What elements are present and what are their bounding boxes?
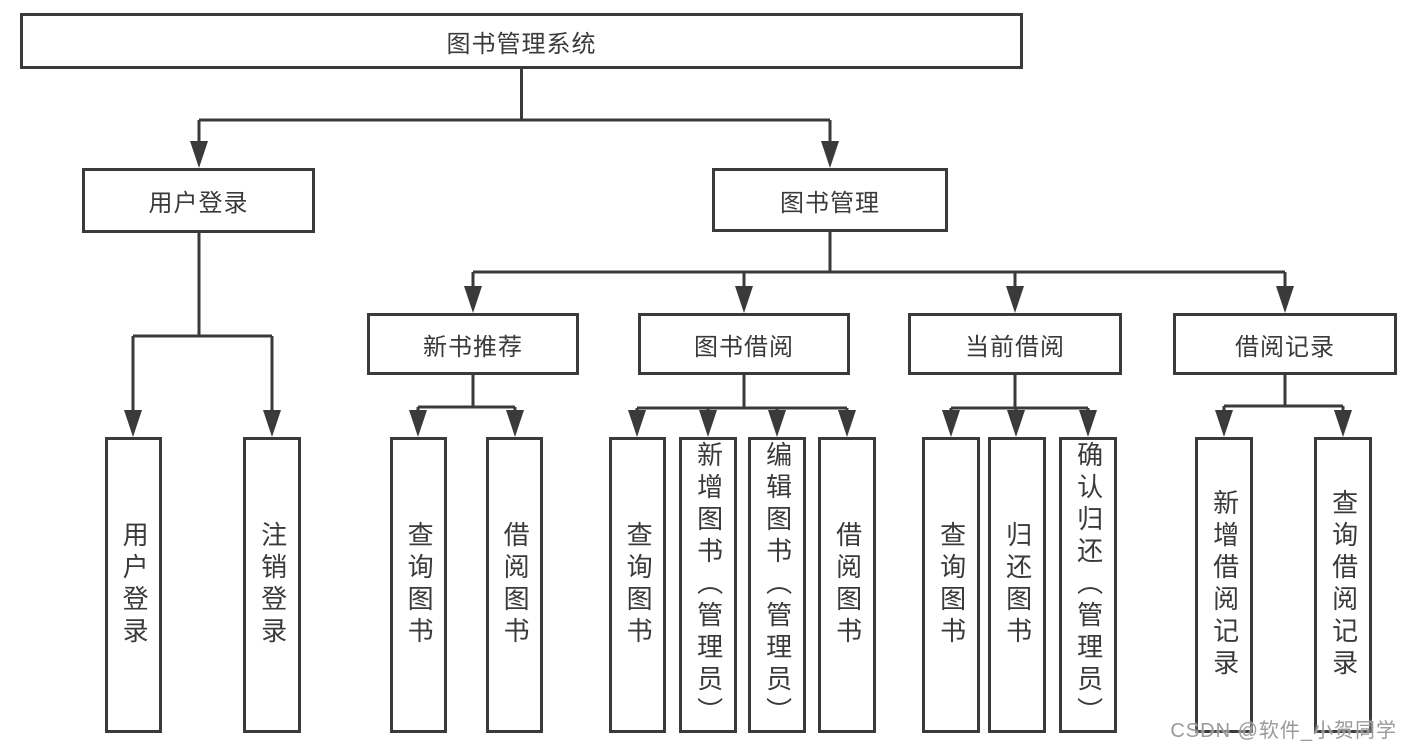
leaf-logout-label: 注销登录: [257, 521, 288, 649]
leaf-query-borrow-record: 查询借阅记录: [1314, 437, 1372, 733]
leaf-query-books-current-label: 查询图书: [936, 521, 967, 649]
node-borrowing-records: 借阅记录: [1173, 313, 1397, 375]
leaf-edit-books-admin: 编辑图书（管理员）: [748, 437, 806, 733]
leaf-add-borrow-record: 新增借阅记录: [1195, 437, 1253, 733]
leaf-query-borrow-record-label: 查询借阅记录: [1328, 489, 1359, 681]
leaf-borrow-books: 借阅图书: [818, 437, 876, 733]
leaf-confirm-return-admin-label: 确认归还（管理员）: [1073, 441, 1104, 729]
leaf-add-borrow-record-label: 新增借阅记录: [1209, 489, 1240, 681]
leaf-query-books-current: 查询图书: [922, 437, 980, 733]
node-user-login: 用户登录: [82, 168, 315, 233]
leaf-confirm-return-admin: 确认归还（管理员）: [1059, 437, 1117, 733]
leaf-query-books-borrowing: 查询图书: [609, 437, 666, 733]
leaf-query-books-borrowing-label: 查询图书: [623, 521, 654, 649]
node-new-book-recommendation: 新书推荐: [367, 313, 579, 375]
leaf-user-login-label: 用户登录: [119, 521, 150, 649]
arrowheads: [124, 141, 1352, 437]
leaf-borrow-books-recommend-label: 借阅图书: [500, 521, 531, 649]
leaf-logout: 注销登录: [243, 437, 301, 733]
leaf-add-books-admin-label: 新增图书（管理员）: [693, 441, 724, 729]
leaf-add-books-admin: 新增图书（管理员）: [679, 437, 737, 733]
leaf-borrow-books-label: 借阅图书: [832, 521, 863, 649]
leaf-return-books-label: 归还图书: [1002, 521, 1033, 649]
leaf-edit-books-admin-label: 编辑图书（管理员）: [762, 441, 793, 729]
leaf-query-books-recommend-label: 查询图书: [404, 521, 435, 649]
leaf-user-login: 用户登录: [105, 437, 162, 733]
node-book-borrowing: 图书借阅: [638, 313, 850, 375]
node-book-management: 图书管理: [712, 168, 948, 232]
leaf-query-books-recommend: 查询图书: [390, 437, 447, 733]
node-current-borrowing: 当前借阅: [908, 313, 1122, 375]
node-library-management-system: 图书管理系统: [20, 13, 1023, 69]
csdn-watermark: CSDN @软件_小贺同学: [1170, 720, 1397, 742]
leaf-borrow-books-recommend: 借阅图书: [486, 437, 543, 733]
leaf-return-books: 归还图书: [988, 437, 1046, 733]
